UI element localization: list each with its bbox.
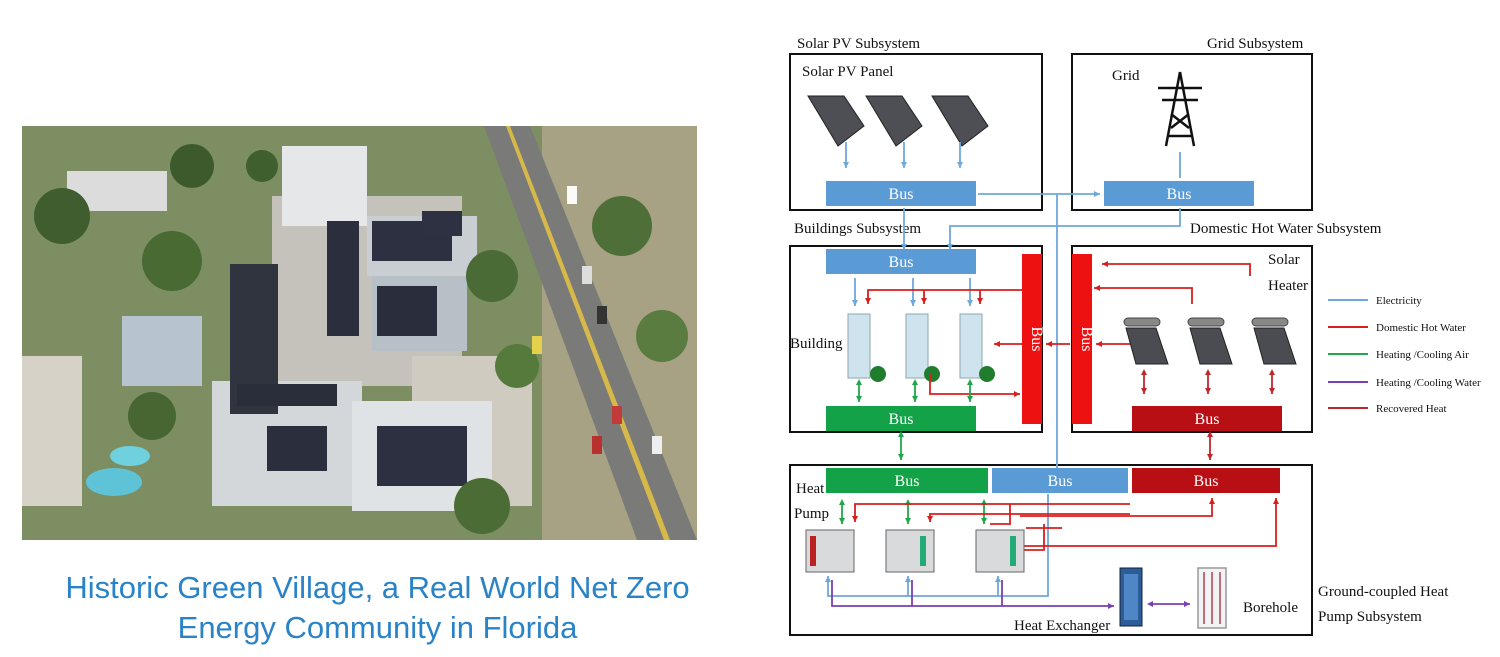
- recovered-heat-bus: Bus: [1132, 406, 1282, 431]
- heat-pump-air-bus: Bus: [826, 468, 988, 493]
- grid-label: Grid: [1112, 68, 1140, 84]
- gchp-label-1: Ground-coupled Heat: [1318, 584, 1449, 600]
- grid-subsystem-title: Grid Subsystem: [1207, 36, 1304, 52]
- heat-exchanger-label: Heat Exchanger: [1014, 618, 1110, 634]
- caption-line-2: Energy Community in Florida: [177, 610, 578, 645]
- legend-recovered-heat: Recovered Heat: [1376, 403, 1447, 415]
- svg-text:Bus: Bus: [889, 254, 914, 271]
- svg-text:Bus: Bus: [1167, 186, 1192, 203]
- building-hot-water-bus: Bus: [1022, 254, 1045, 424]
- solar-heater-label-2: Heater: [1268, 278, 1308, 294]
- domestic-hot-water-subsystem-title: Domestic Hot Water Subsystem: [1190, 221, 1382, 237]
- heat-pump-hot-water-bus: Bus: [1132, 468, 1280, 493]
- caption-line-1: Historic Green Village, a Real World Net…: [65, 570, 690, 605]
- legend-heating-cooling-air: Heating /Cooling Air: [1376, 349, 1469, 361]
- heat-pump-label-2: Pump: [794, 506, 829, 522]
- svg-text:Bus: Bus: [889, 411, 914, 428]
- solar-pv-panel-label: Solar PV Panel: [802, 64, 893, 80]
- svg-text:Bus: Bus: [1078, 327, 1095, 352]
- svg-text:Bus: Bus: [895, 473, 920, 490]
- legend-domestic-hot-water: Domestic Hot Water: [1376, 322, 1466, 334]
- svg-text:Bus: Bus: [1195, 411, 1220, 428]
- heat-pump-electric-bus: Bus: [992, 468, 1128, 493]
- solar-water-heater-icon: [1123, 317, 1297, 365]
- aerial-photo-icon: [22, 126, 697, 540]
- solar-pv-panel-icon: [807, 95, 989, 147]
- buildings-electric-bus: Bus: [826, 249, 976, 274]
- heat-exchanger-icon: [1119, 567, 1143, 627]
- grid-subsystem-box: [1071, 53, 1313, 211]
- heat-pump-label-1: Heat: [796, 481, 825, 497]
- building-icon: [847, 313, 995, 382]
- heat-pump-icon: [805, 529, 1025, 573]
- building-label: Building: [790, 336, 843, 352]
- aerial-photo: [22, 126, 697, 540]
- grid-bus: Bus: [1104, 181, 1254, 206]
- svg-text:Bus: Bus: [889, 186, 914, 203]
- legend-electricity: Electricity: [1376, 295, 1422, 307]
- dhw-bus: Bus: [1072, 254, 1095, 424]
- ground-coupled-heat-pump-box: [789, 464, 1313, 636]
- pv-bus: Bus: [826, 181, 976, 206]
- legend: Electricity Domestic Hot Water Heating /…: [1328, 295, 1481, 415]
- legend-heating-cooling-water: Heating /Cooling Water: [1376, 377, 1481, 389]
- svg-text:Bus: Bus: [1194, 473, 1219, 490]
- transmission-tower-icon: [1158, 71, 1202, 147]
- borehole-icon: [1197, 567, 1227, 629]
- solar-heater-label-1: Solar: [1268, 252, 1300, 268]
- photo-caption: Historic Green Village, a Real World Net…: [0, 568, 755, 648]
- borehole-label: Borehole: [1243, 600, 1298, 616]
- air-bus: Bus: [826, 406, 976, 431]
- svg-text:Bus: Bus: [1048, 473, 1073, 490]
- gchp-label-2: Pump Subsystem: [1318, 609, 1422, 625]
- solar-pv-subsystem-box: [789, 53, 1043, 211]
- buildings-subsystem-title: Buildings Subsystem: [794, 221, 921, 237]
- svg-text:Bus: Bus: [1028, 327, 1045, 352]
- system-diagram: Solar PV Subsystem Grid Subsystem Solar …: [780, 28, 1500, 648]
- solar-pv-subsystem-title: Solar PV Subsystem: [797, 36, 920, 52]
